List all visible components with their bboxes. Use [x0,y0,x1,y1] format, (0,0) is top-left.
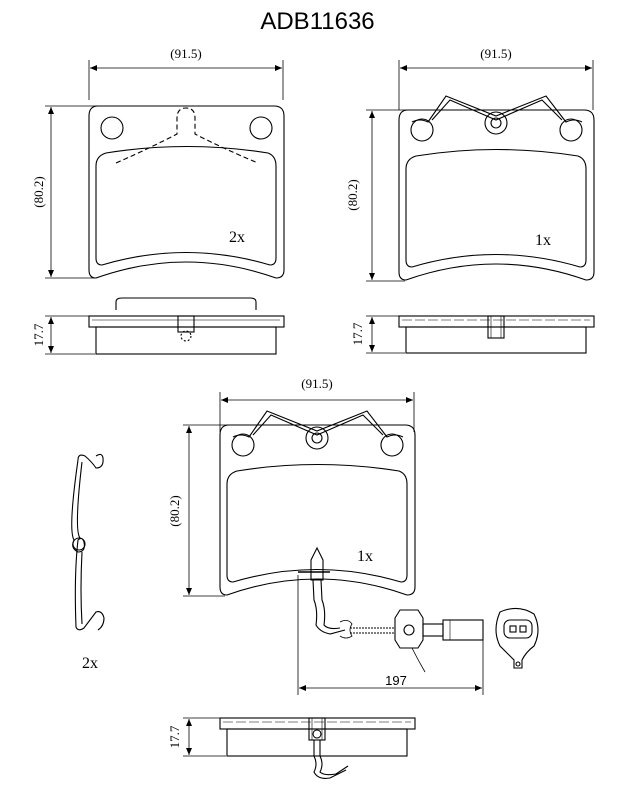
quantity-label: 2x [229,229,245,246]
thickness-label: 17.7 [350,322,365,345]
side-view-lining [226,728,408,757]
side-view-backing-plate [398,315,595,328]
side-view-backing-plate [219,717,416,730]
mounting-hole [249,116,273,140]
width-label: (91.5) [301,376,332,391]
height-label: (80.2) [167,495,182,526]
spring-clip: 2x [71,453,105,672]
thickness-label: 17.7 [31,323,46,346]
friction-lining-outline [226,463,408,583]
quantity-label: 1x [357,548,373,565]
mounting-hole [380,433,404,457]
retaining-spring [232,410,404,438]
friction-lining-outline [405,148,587,268]
mounting-hole [100,116,124,140]
part-number-title: ADB11636 [260,8,375,35]
mounting-hole [559,118,583,142]
side-view-backing-plate [88,315,285,328]
side-view-sensor-wire [313,740,349,779]
center-pin [484,111,508,135]
pad-center: (91.5) (80.2) 1x 197 [167,376,539,779]
side-view-clip [115,297,257,310]
side-view-lining [95,326,277,355]
wear-sensor-probe [310,546,324,581]
height-label: (80.2) [345,179,360,210]
retaining-spring [411,95,583,123]
backing-plate-outline [398,109,595,281]
sensor-wire [312,579,346,635]
pad-top-left: (91.5) (80.2) 2x 17.7 [31,46,285,355]
hidden-clip [115,107,259,164]
thickness-label: 17.7 [167,725,182,748]
quantity-label: 2x [82,655,98,672]
friction-lining-outline [95,145,277,266]
mounting-hole [410,118,434,142]
width-label: (91.5) [170,46,201,61]
height-label: (80.2) [31,176,46,207]
center-pin [305,426,329,450]
sensor-connector-plug [495,607,539,669]
side-view-lining [405,326,587,354]
quantity-label: 1x [535,232,551,249]
mounting-hole [231,433,255,457]
wire-length-label: 197 [385,673,407,688]
backing-plate-outline [88,105,285,279]
cable-grommet [394,609,424,649]
width-label: (91.5) [480,46,511,61]
pad-top-right: (91.5) (80.2) 1x 17.7 [345,46,595,354]
sensor-connector-body [442,619,484,641]
spring-clip-outline [71,453,105,631]
